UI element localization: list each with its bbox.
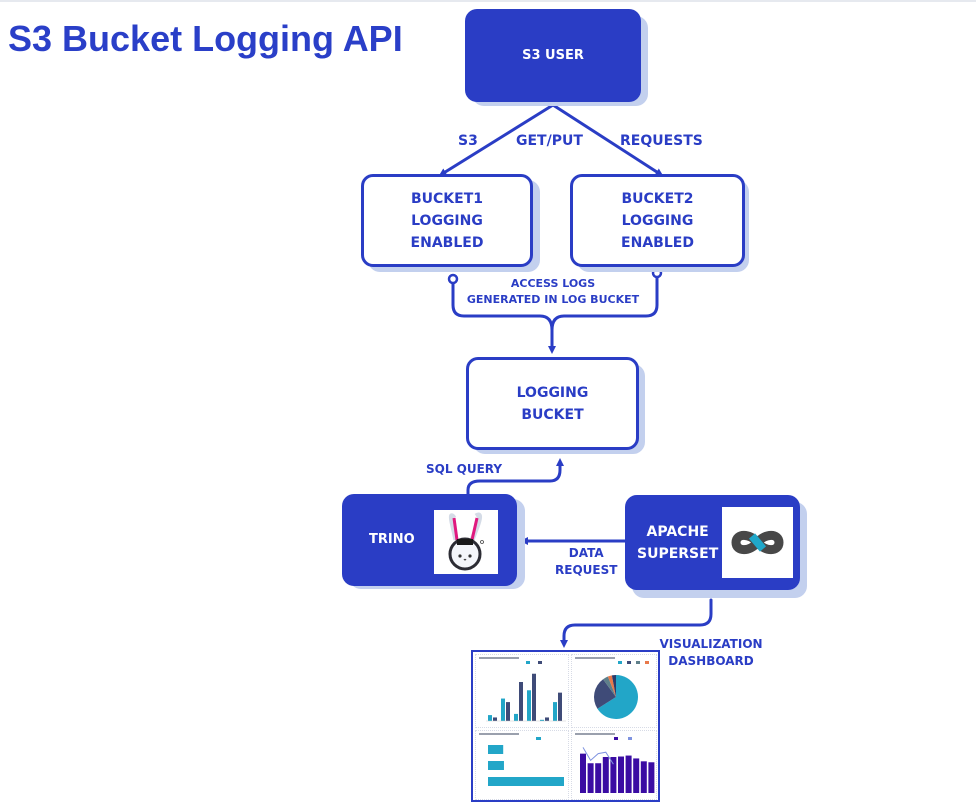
latency-bar xyxy=(640,761,647,793)
bar xyxy=(506,702,510,721)
trino-label: TRINO xyxy=(369,532,415,547)
superset-logo xyxy=(722,507,793,578)
latency-bar xyxy=(648,762,655,793)
latency-bar-line-chart xyxy=(580,737,655,793)
edge-label-get-put: GET/PUT xyxy=(516,133,583,149)
logging-bucket-node[interactable]: LOGGING BUCKET xyxy=(466,357,639,450)
bar xyxy=(501,698,505,721)
s3-user-node[interactable]: S3 USER xyxy=(465,9,641,102)
latency-bar xyxy=(610,757,617,793)
legend-swatch xyxy=(536,737,541,740)
latency-bar xyxy=(625,755,632,793)
latency-bar xyxy=(587,763,594,793)
visualization-dashboard[interactable] xyxy=(471,650,660,802)
panel-http-count xyxy=(571,654,657,728)
access-logs-line2: GENERATED IN LOG BUCKET xyxy=(466,293,640,306)
access-logs-line1: ACCESS LOGS xyxy=(510,277,596,290)
bucket2-line3: ENABLED xyxy=(621,234,694,251)
hbar xyxy=(488,745,504,754)
legend-swatch xyxy=(526,661,530,664)
edge-user-to-bucket2 xyxy=(551,103,664,177)
data-request-line2: REQUEST xyxy=(555,563,618,577)
legend-swatch xyxy=(538,661,542,664)
edge-label-requests: REQUESTS xyxy=(620,133,703,149)
superset-line1: APACHE xyxy=(646,523,709,540)
edge-user-to-bucket1 xyxy=(438,103,555,177)
edge-label-s3: S3 xyxy=(458,133,478,149)
edge-label-sql-query: SQL QUERY xyxy=(426,462,503,476)
trino-logo xyxy=(434,510,498,574)
pie-slice xyxy=(594,679,616,709)
panel-title xyxy=(575,657,615,659)
panel-title xyxy=(479,733,519,735)
visualization-line1: VISUALIZATION xyxy=(659,637,763,651)
latency-line xyxy=(582,747,614,765)
legend-swatch xyxy=(614,737,618,740)
legend-swatch xyxy=(627,661,631,664)
logging-bucket-line2: BUCKET xyxy=(521,406,584,423)
pie-slice xyxy=(611,675,616,697)
latency-bar xyxy=(633,758,640,793)
bucket2-node[interactable]: BUCKET2 LOGGING ENABLED xyxy=(570,174,745,267)
operation-count-bar-chart xyxy=(486,661,566,722)
hbar xyxy=(488,761,504,770)
bar xyxy=(527,690,531,721)
bar xyxy=(545,717,549,721)
legend-swatch xyxy=(645,661,649,664)
http-count-pie-chart xyxy=(594,661,649,719)
legend-swatch xyxy=(628,737,632,740)
edge-label-access-logs: ACCESS LOGS GENERATED IN LOG BUCKET xyxy=(456,276,650,308)
edge-label-visualization: VISUALIZATION DASHBOARD xyxy=(651,636,771,670)
latency-bar xyxy=(602,757,609,793)
latency-bar xyxy=(618,756,624,793)
bucket1-line1: BUCKET1 xyxy=(410,190,484,207)
page-title: S3 Bucket Logging API xyxy=(8,18,403,59)
pie-slice xyxy=(603,676,616,697)
panel-top-users xyxy=(475,730,569,800)
s3-user-label: S3 USER xyxy=(522,47,584,63)
panel-title xyxy=(575,733,615,735)
top-border xyxy=(0,0,976,2)
edge-label-data-request: DATA REQUEST xyxy=(555,545,617,579)
latency-bar xyxy=(580,753,586,793)
legend-swatch xyxy=(618,661,622,664)
pie-slice xyxy=(597,675,638,719)
bar xyxy=(488,715,492,721)
bar xyxy=(558,692,562,721)
data-request-line1: DATA xyxy=(568,546,604,560)
pie-slice xyxy=(607,675,616,697)
bar xyxy=(532,673,536,721)
edge-trino-to-log xyxy=(466,458,564,496)
bar xyxy=(514,713,518,721)
bar xyxy=(519,682,523,721)
latency-bar xyxy=(595,763,602,793)
trino-bunny-icon xyxy=(448,512,484,571)
edge-superset-to-dashboard xyxy=(560,598,713,648)
bucket1-line3: ENABLED xyxy=(410,234,484,251)
bar xyxy=(493,717,497,721)
logging-bucket-line1: LOGGING xyxy=(516,384,589,401)
superset-infinity-icon xyxy=(731,530,784,555)
bar xyxy=(553,702,557,721)
panel-operation-count xyxy=(475,654,569,728)
superset-line2: SUPERSET xyxy=(637,545,719,562)
bucket2-line1: BUCKET2 xyxy=(621,190,694,207)
panel-title xyxy=(479,657,519,659)
legend-swatch xyxy=(636,661,640,664)
bucket1-node[interactable]: BUCKET1 LOGGING ENABLED xyxy=(361,174,533,267)
visualization-line2: DASHBOARD xyxy=(668,654,754,668)
bar xyxy=(540,719,544,721)
edge-bucket2-to-log xyxy=(550,274,659,332)
hbar xyxy=(488,777,564,786)
bucket1-line2: LOGGING xyxy=(411,212,483,229)
top-users-hbar-chart xyxy=(488,737,564,786)
bucket2-line2: LOGGING xyxy=(621,212,694,229)
panel-latency xyxy=(571,730,657,800)
bucket1-port xyxy=(447,273,459,285)
